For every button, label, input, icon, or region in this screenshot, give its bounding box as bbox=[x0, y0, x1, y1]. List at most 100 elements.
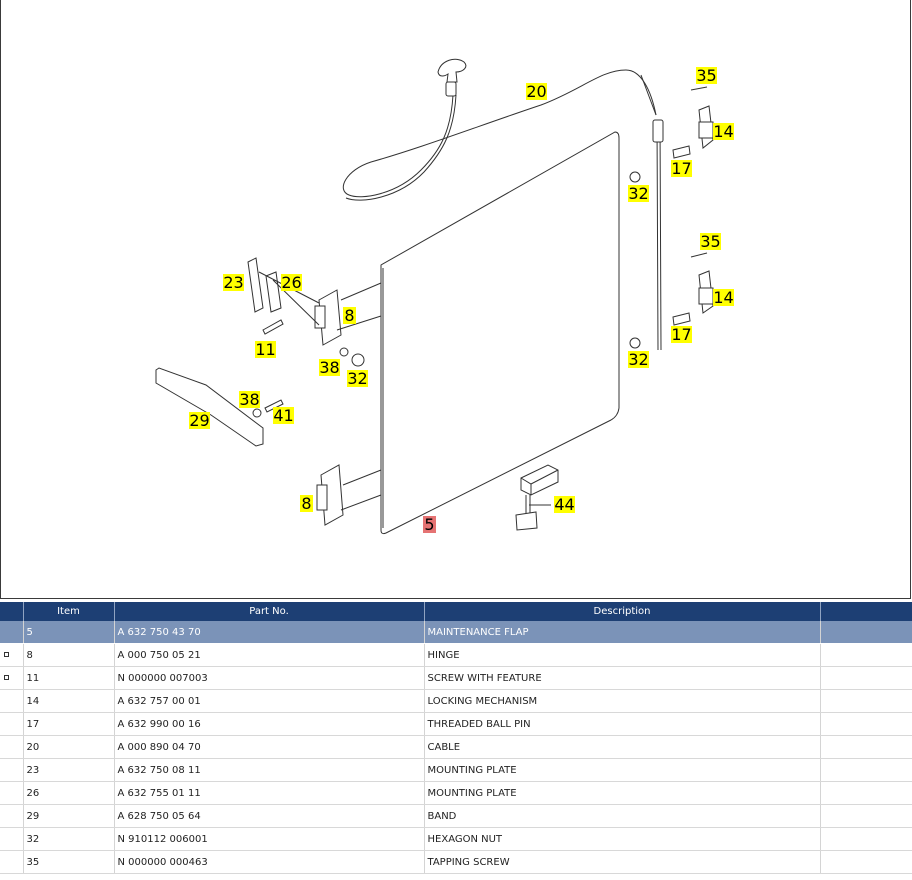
callout-8[interactable]: 8 bbox=[300, 494, 313, 513]
callout-17[interactable]: 17 bbox=[671, 325, 692, 344]
callout-label[interactable]: 38 bbox=[239, 390, 259, 409]
callout-box[interactable] bbox=[554, 496, 575, 513]
row-description: CABLE bbox=[424, 735, 821, 759]
callout-38[interactable]: 38 bbox=[319, 358, 340, 377]
callout-box[interactable] bbox=[255, 341, 276, 358]
latch-drawing[interactable] bbox=[515, 464, 559, 531]
callout-38[interactable]: 38 bbox=[239, 390, 260, 409]
row-description: HEXAGON NUT bbox=[424, 827, 821, 851]
row-extra bbox=[820, 827, 912, 851]
callout-32[interactable]: 32 bbox=[628, 350, 649, 369]
callout-label[interactable]: 44 bbox=[554, 495, 574, 514]
callout-label[interactable]: 26 bbox=[281, 273, 301, 292]
callout-14[interactable]: 14 bbox=[713, 288, 734, 307]
callout-label[interactable]: 32 bbox=[347, 369, 367, 388]
callout-32[interactable]: 32 bbox=[347, 369, 368, 388]
callout-box[interactable] bbox=[281, 274, 302, 291]
col-header-part-no[interactable]: Part No. bbox=[114, 602, 425, 621]
callout-26[interactable]: 26 bbox=[281, 273, 302, 292]
callout-box[interactable] bbox=[526, 83, 547, 100]
callout-label[interactable]: 8 bbox=[344, 306, 354, 325]
callout-20[interactable]: 20 bbox=[526, 82, 547, 101]
callout-label[interactable]: 14 bbox=[713, 122, 733, 141]
callout-label[interactable]: 17 bbox=[671, 159, 691, 178]
callout-label[interactable]: 11 bbox=[255, 340, 275, 359]
callout-11[interactable]: 11 bbox=[255, 340, 276, 359]
mounting-plate-26-drawing[interactable] bbox=[265, 271, 282, 313]
locking-mechanism-lower[interactable] bbox=[672, 252, 714, 326]
callout-box[interactable] bbox=[300, 495, 313, 512]
callout-32[interactable]: 32 bbox=[628, 184, 649, 203]
callout-box[interactable] bbox=[189, 412, 210, 429]
callout-29[interactable]: 29 bbox=[189, 411, 210, 430]
row-item: 17 bbox=[23, 712, 115, 736]
callout-label[interactable]: 29 bbox=[189, 411, 209, 430]
callout-box[interactable] bbox=[713, 289, 734, 306]
hinge-lower-drawing[interactable] bbox=[316, 464, 382, 526]
callout-label[interactable]: 32 bbox=[628, 184, 648, 203]
row-extra bbox=[820, 666, 912, 690]
cable-handle-drawing[interactable] bbox=[437, 58, 467, 83]
callout-23[interactable]: 23 bbox=[223, 273, 244, 292]
cable-drawing[interactable] bbox=[342, 69, 657, 198]
callout-14[interactable]: 14 bbox=[713, 122, 734, 141]
callout-label[interactable]: 23 bbox=[223, 273, 243, 292]
callout-label[interactable]: 20 bbox=[526, 82, 546, 101]
callout-35[interactable]: 35 bbox=[700, 232, 721, 251]
mounting-plate-23-drawing[interactable] bbox=[247, 257, 264, 313]
nut-lower-drawing[interactable] bbox=[629, 337, 641, 349]
callout-label[interactable]: 35 bbox=[696, 66, 716, 85]
callout-label[interactable]: 41 bbox=[273, 406, 293, 425]
row-marker bbox=[0, 712, 24, 736]
col-header-item[interactable]: Item bbox=[23, 602, 115, 621]
callout-17[interactable]: 17 bbox=[671, 159, 692, 178]
callout-label[interactable]: 32 bbox=[628, 350, 648, 369]
row-part-no: A 628 750 05 64 bbox=[114, 804, 425, 828]
callout-box[interactable] bbox=[628, 185, 649, 202]
callout-label[interactable]: 14 bbox=[713, 288, 733, 307]
callout-44[interactable]: 44 bbox=[554, 495, 575, 514]
row-part-no: A 632 990 00 16 bbox=[114, 712, 425, 736]
callout-label[interactable]: 35 bbox=[700, 232, 720, 251]
callout-5[interactable]: 5 bbox=[423, 515, 436, 534]
callout-box[interactable] bbox=[273, 407, 294, 424]
locking-mechanism-upper[interactable] bbox=[672, 86, 714, 159]
callout-box[interactable] bbox=[319, 359, 340, 376]
callout-box[interactable] bbox=[700, 233, 721, 250]
callout-8[interactable]: 8 bbox=[343, 306, 356, 325]
col-header-extra bbox=[820, 602, 912, 621]
callout-box[interactable] bbox=[423, 516, 436, 533]
callout-box[interactable] bbox=[671, 326, 692, 343]
callout-box[interactable] bbox=[628, 351, 649, 368]
callout-label[interactable]: 5 bbox=[424, 515, 434, 534]
callout-box[interactable] bbox=[347, 370, 368, 387]
callout-box[interactable] bbox=[223, 274, 244, 291]
row-item: 23 bbox=[23, 758, 115, 782]
col-header-description[interactable]: Description bbox=[424, 602, 821, 621]
callout-box[interactable] bbox=[713, 123, 734, 140]
callout-label[interactable]: 17 bbox=[671, 325, 691, 344]
callout-label[interactable]: 8 bbox=[301, 494, 311, 513]
callout-box[interactable] bbox=[696, 67, 717, 84]
maintenance-flap-drawing[interactable] bbox=[380, 131, 620, 535]
callout-label[interactable]: 38 bbox=[319, 358, 339, 377]
hinge-upper-drawing[interactable] bbox=[314, 282, 382, 346]
callout-41[interactable]: 41 bbox=[273, 406, 294, 425]
callout-box[interactable] bbox=[671, 160, 692, 177]
nut-upper-drawing[interactable] bbox=[629, 171, 641, 183]
callout-35[interactable]: 35 bbox=[696, 66, 717, 85]
callout-box[interactable] bbox=[239, 391, 260, 408]
callout-box[interactable] bbox=[343, 307, 356, 324]
band-drawing[interactable] bbox=[155, 367, 264, 447]
